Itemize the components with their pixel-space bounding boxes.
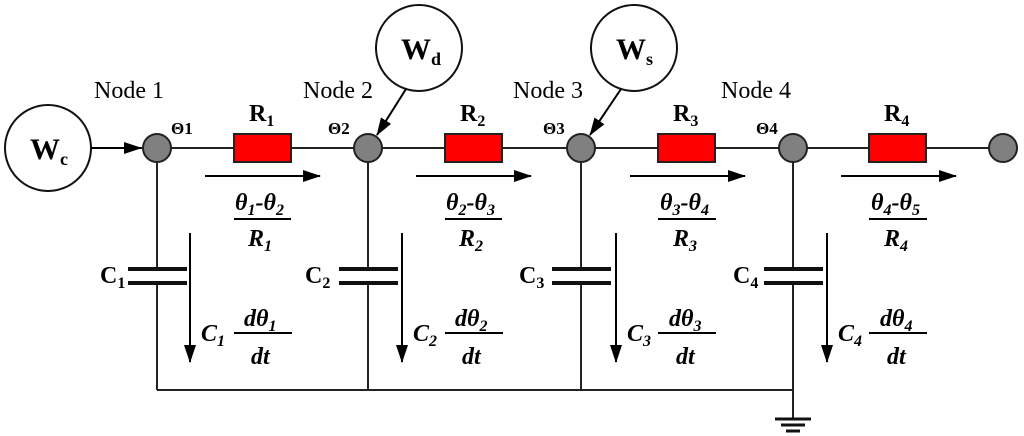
resistor-2 bbox=[444, 133, 503, 163]
storage-flow-3: C3 dθ3 dt bbox=[627, 306, 716, 370]
theta-label-4: Θ4 bbox=[756, 119, 778, 138]
svg-text:C2: C2 bbox=[413, 321, 437, 350]
heat-flow-4: θ4-θ5 R4 bbox=[869, 190, 927, 255]
node-label-2: Node 2 bbox=[303, 78, 373, 104]
svg-text:θ4-θ5: θ4-θ5 bbox=[871, 190, 920, 219]
source-label-wc: Wc bbox=[30, 133, 68, 169]
svg-text:C3: C3 bbox=[627, 321, 651, 350]
source-wd bbox=[375, 4, 463, 92]
svg-text:θ3-θ4: θ3-θ4 bbox=[660, 190, 709, 219]
capacitor-3 bbox=[552, 267, 611, 285]
node-5-terminal bbox=[988, 133, 1018, 163]
theta-label-2: Θ2 bbox=[328, 119, 350, 138]
heat-flow-2: θ2-θ3 R2 bbox=[445, 190, 502, 255]
resistor-label-4: R4 bbox=[884, 101, 909, 130]
capacitor-1 bbox=[128, 267, 187, 285]
storage-flow-4: C4 dθ4 dt bbox=[838, 306, 927, 370]
theta-label-1: Θ1 bbox=[171, 119, 193, 138]
node-label-3: Node 3 bbox=[513, 78, 583, 104]
capacitor-4 bbox=[764, 267, 823, 285]
storage-flow-1: C1 dθ1 dt bbox=[201, 306, 292, 370]
resistor-label-2: R2 bbox=[460, 101, 485, 130]
svg-text:dt: dt bbox=[887, 344, 907, 370]
svg-text:C1: C1 bbox=[201, 321, 225, 350]
svg-text:dt: dt bbox=[251, 344, 271, 370]
node-label-1: Node 1 bbox=[94, 78, 164, 104]
resistor-3 bbox=[657, 133, 716, 163]
svg-text:R4: R4 bbox=[883, 226, 908, 255]
svg-text:C4: C4 bbox=[838, 321, 862, 350]
source-ws bbox=[590, 4, 678, 92]
resistor-1 bbox=[233, 133, 292, 163]
heat-flow-3: θ3-θ4 R3 bbox=[658, 190, 716, 255]
resistor-4 bbox=[868, 133, 927, 163]
svg-text:dt: dt bbox=[462, 344, 482, 370]
svg-text:R2: R2 bbox=[458, 226, 483, 255]
svg-text:θ2-θ3: θ2-θ3 bbox=[446, 190, 495, 219]
node-1 bbox=[142, 133, 172, 163]
capacitor-2 bbox=[339, 267, 398, 285]
storage-flow-2: C2 dθ2 dt bbox=[413, 306, 503, 370]
svg-text:R1: R1 bbox=[247, 226, 272, 255]
svg-text:dθ2: dθ2 bbox=[455, 306, 487, 335]
source-label-ws: Ws bbox=[616, 33, 653, 69]
node-label-4: Node 4 bbox=[721, 78, 791, 104]
heat-flow-1: θ1-θ2 R1 bbox=[234, 190, 291, 255]
ground-icon bbox=[775, 417, 811, 433]
node-3 bbox=[566, 133, 596, 163]
source-arrow-ws bbox=[589, 88, 622, 136]
resistor-label-3: R3 bbox=[673, 101, 698, 130]
theta-label-3: Θ3 bbox=[543, 119, 565, 138]
svg-text:R3: R3 bbox=[672, 226, 697, 255]
source-arrow-wd bbox=[376, 88, 407, 136]
svg-text:dt: dt bbox=[676, 344, 696, 370]
svg-text:dθ4: dθ4 bbox=[880, 306, 912, 335]
node-4 bbox=[778, 133, 808, 163]
svg-text:dθ1: dθ1 bbox=[244, 306, 276, 335]
source-label-wd: Wd bbox=[401, 33, 441, 69]
capacitor-label-3: C3 bbox=[519, 263, 544, 292]
capacitor-label-2: C2 bbox=[305, 263, 330, 292]
resistor-label-1: R1 bbox=[249, 101, 274, 130]
node-2 bbox=[353, 133, 383, 163]
svg-text:dθ3: dθ3 bbox=[669, 306, 701, 335]
svg-text:θ1-θ2: θ1-θ2 bbox=[235, 190, 284, 219]
capacitor-label-1: C1 bbox=[100, 263, 125, 292]
capacitor-label-4: C4 bbox=[733, 263, 758, 292]
